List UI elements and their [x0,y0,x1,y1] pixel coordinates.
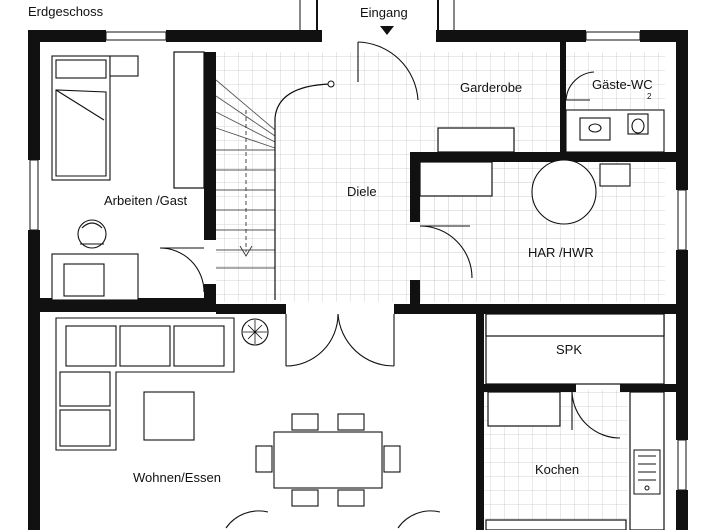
room-label-kochen: Kochen [535,462,580,477]
wc-fixtures [565,109,665,153]
living-room-furniture [55,317,401,507]
room-label-garderobe: Garderobe [460,80,523,95]
room-label-wohnen: Wohnen/Essen [133,470,221,485]
stair-start-marker [327,80,335,88]
room-label-diele: Diele [347,184,377,199]
room-label-har: HAR /HWR [528,245,594,260]
round-table [531,159,597,225]
dining-table [273,431,383,489]
doors [159,41,621,529]
entrance-canopy [299,0,455,30]
staircase [215,79,331,300]
wc-mark: 2 [647,92,652,101]
utility-room-furniture [531,159,631,225]
guest-room-furniture [51,55,139,301]
office-chair [77,219,107,249]
room-label-arbeiten: Arbeiten /Gast [104,193,188,208]
interior-walls [40,40,676,530]
entrance-arrow-icon [380,26,394,35]
entrance-label: Eingang [360,5,408,20]
room-label-gaeste-wc: Gäste-WC [592,77,653,92]
exterior-walls [28,30,688,530]
floor-title: Erdgeschoss [28,4,104,19]
windows [29,31,687,491]
room-label-spk: SPK [556,342,583,357]
kitchen-sink [633,449,661,495]
coffee-table [143,391,195,441]
desk [51,253,139,301]
